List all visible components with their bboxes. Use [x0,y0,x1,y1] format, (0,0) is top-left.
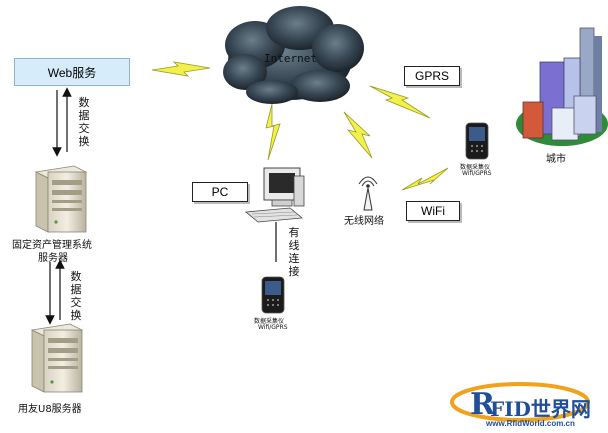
svg-text:R: R [470,387,496,422]
logo-brand-text: FID世界网 [490,393,591,422]
fixed-asset-server-icon [34,165,88,233]
wireless-antenna-icon [358,176,378,211]
data-collector-center-icon [261,276,285,314]
collector-right-label-line1: 数据采集仪 [460,164,491,171]
gprs-box: GPRS [404,66,460,86]
data-exchange-label-2: 数据交换 [70,270,82,322]
lightning-wireless-collector-icon [401,167,449,191]
data-exchange-arrows-top [52,87,72,157]
wifi-label: WiFi [421,204,445,218]
yonyou-server-label: 用友U8服务器 [18,404,82,415]
lightning-internet-pc-icon [265,103,281,161]
collector-center-label-line1: 数据采集仪 [254,318,285,325]
lightning-internet-gprs-icon [369,85,431,119]
logo-url: www.RfidWorld.com.cn [486,419,575,428]
pc-computer-icon [245,167,305,223]
collector-right-label-line2: Wifi/GPRS [462,170,492,177]
yonyou-server-icon [30,323,84,393]
city-buildings-icon [516,27,608,146]
wifi-box: WiFi [406,201,460,221]
data-exchange-arrows-bottom [45,259,65,325]
pc-label: PC [211,185,229,199]
fixed-asset-server-label-line1: 固定资产管理系统 [12,240,92,251]
internet-cloud-icon [223,6,364,104]
data-collector-right-icon [465,122,489,160]
data-exchange-label-1: 数据交换 [78,96,90,148]
pc-box: PC [192,182,248,202]
wired-connection-label: 有线连接 [288,226,300,278]
web-service-label: Web服务 [47,65,97,80]
web-service-box: Web服务 [14,58,130,86]
city-label: 城市 [546,154,566,165]
fixed-asset-server-label-line2: 服务器 [38,253,68,264]
internet-label: Internet [264,52,317,65]
logo-brand: FID世界网 [490,397,591,421]
lightning-internet-wireless-icon [343,111,373,159]
lightning-web-internet-icon [151,61,211,77]
gprs-label: GPRS [414,69,449,83]
rfid-world-logo-icon: R [450,382,590,422]
collector-center-label-line2: Wifi/GPRS [258,324,288,331]
wireless-network-label: 无线网络 [344,216,384,227]
